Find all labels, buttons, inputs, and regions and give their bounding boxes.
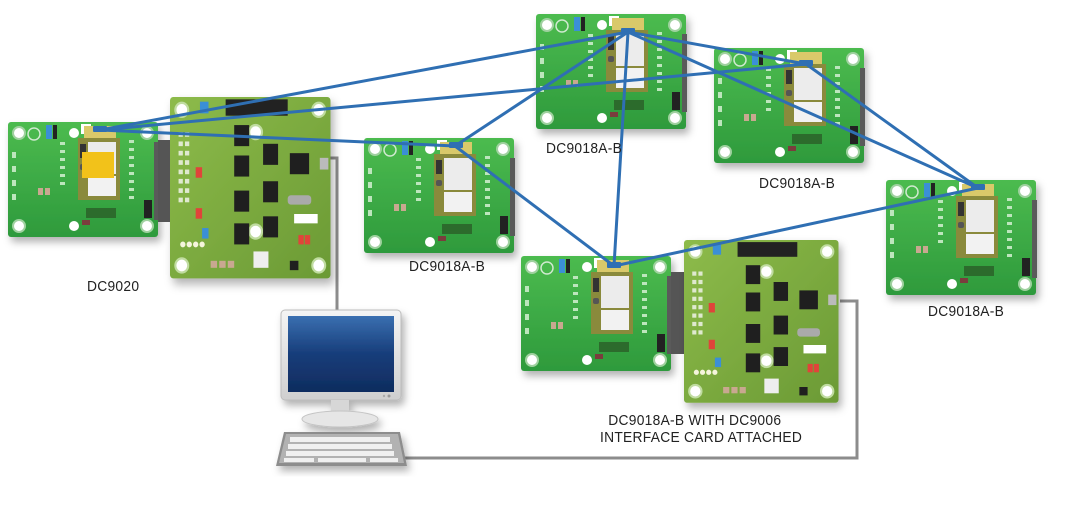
label-node-3: DC9018A-B bbox=[759, 175, 836, 192]
antenna-node5 bbox=[607, 262, 621, 268]
board-node-5-interface bbox=[684, 240, 839, 403]
antenna-manager bbox=[93, 126, 107, 132]
monitor bbox=[280, 309, 402, 428]
board-node-4 bbox=[886, 180, 1037, 295]
connector-dc9020 bbox=[158, 140, 170, 222]
wireless-link-node3-node4 bbox=[804, 62, 980, 190]
wireless-link-node1-node2 bbox=[453, 30, 630, 148]
wireless-link-node2-node3 bbox=[626, 30, 808, 66]
wireless-link-manager-node1 bbox=[98, 128, 457, 148]
computer bbox=[276, 309, 407, 466]
antenna-node2 bbox=[621, 28, 635, 34]
label-node-2: DC9018A-B bbox=[546, 140, 623, 157]
wireless-links bbox=[98, 30, 980, 268]
label-node-5: DC9018A-B WITH DC9006 INTERFACE CARD ATT… bbox=[600, 412, 802, 446]
antenna-node3 bbox=[799, 60, 813, 66]
board-dc9020-mote bbox=[8, 122, 159, 237]
antenna-node1 bbox=[449, 142, 463, 148]
monitor-screen bbox=[288, 316, 394, 392]
antenna-node4 bbox=[971, 184, 985, 190]
board-node-1 bbox=[364, 138, 515, 253]
board-dc9020-interface bbox=[170, 97, 331, 278]
board-node-2 bbox=[536, 14, 687, 129]
wireless-link-manager-node3 bbox=[98, 62, 808, 132]
wireless-link-node1-node5 bbox=[453, 144, 616, 268]
label-node-4: DC9018A-B bbox=[928, 303, 1005, 320]
label-node-1: DC9018A-B bbox=[409, 258, 486, 275]
wireless-link-node2-node5 bbox=[612, 30, 630, 268]
wireless-link-node2-node4 bbox=[626, 30, 980, 190]
wired-link-interface-pc bbox=[405, 299, 859, 460]
label-node-5-line2: INTERFACE CARD ATTACHED bbox=[600, 429, 803, 446]
board-node-5-mote bbox=[521, 256, 672, 371]
label-manager: DC9020 bbox=[87, 278, 140, 295]
label-node-5-line1: DC9018A-B WITH DC9006 bbox=[608, 412, 782, 429]
keyboard bbox=[276, 432, 407, 466]
wireless-link-node5-node4 bbox=[612, 186, 980, 268]
connector-node-5 bbox=[671, 272, 685, 354]
wireless-link-manager-node2 bbox=[98, 30, 630, 132]
